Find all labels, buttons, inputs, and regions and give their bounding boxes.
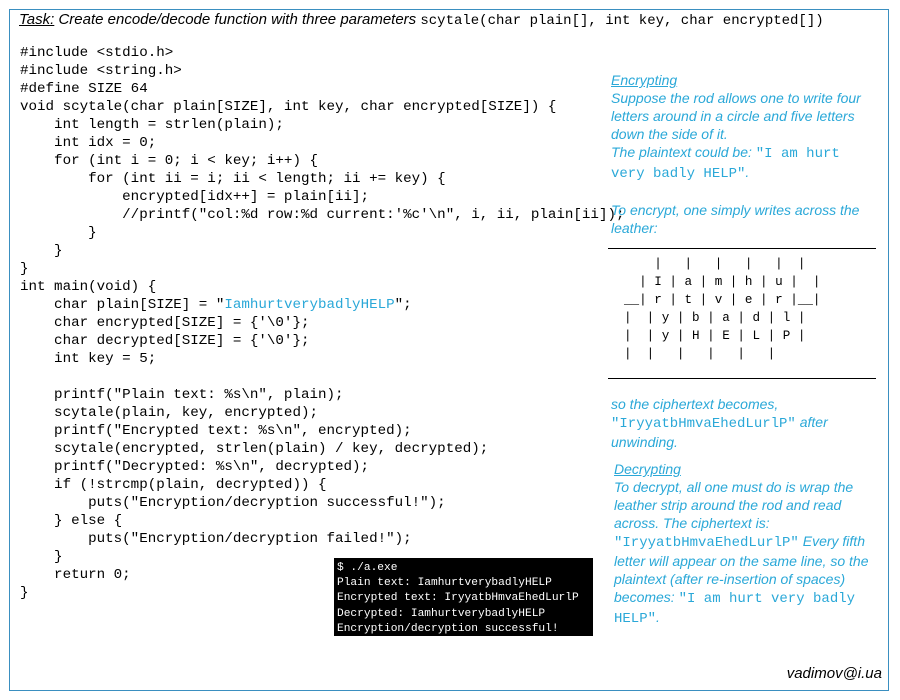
scytale-diagram: | | | | | | | I | a | m | h | u | | __| … — [608, 248, 876, 380]
terminal-line: Decrypted: IamhurtverybadlyHELP — [337, 607, 546, 620]
decrypting-text: To decrypt, all one must do is wrap the … — [614, 479, 854, 531]
cipher-section: so the ciphertext becomes, "IryyatbHmvaE… — [611, 395, 871, 451]
diagram-row: | | y | H | E | L | P | — [624, 329, 806, 343]
decrypting-heading: Decrypting — [614, 461, 681, 477]
encrypting-p2-suffix: . — [745, 164, 750, 180]
code-lines-before: #include <stdio.h> #include <string.h> #… — [20, 45, 625, 295]
cipher-value: "IryyatbHmvaEhedLurlP" — [611, 416, 796, 432]
content-frame — [9, 9, 889, 691]
terminal-line: Encrypted text: IryyatbHmvaEhedLurlP — [337, 592, 579, 605]
terminal-line: Encryption/decryption successful! — [337, 622, 559, 635]
encrypting-paragraph-2: The plaintext could be: "I am hurt very … — [611, 143, 879, 183]
source-code: #include <stdio.h> #include <string.h> #… — [20, 44, 625, 602]
decrypting-end: . — [656, 609, 660, 625]
terminal-line: $ ./a.exe — [337, 562, 398, 574]
diagram-row: | | | | | | — [624, 347, 776, 361]
cipher-paragraph: so the ciphertext becomes, "IryyatbHmvaE… — [611, 395, 871, 451]
cipher-suffix: after unwinding. — [611, 414, 828, 450]
encrypting-section: Encrypting Suppose the rod allows one to… — [611, 71, 879, 237]
diagram-row: | I | a | m | h | u | | — [624, 275, 821, 289]
encrypting-paragraph-3: To encrypt, one simply writes across the… — [611, 202, 860, 236]
task-signature: scytale(char plain[], int key, char encr… — [420, 13, 824, 29]
task-statement: Task: Create encode/decode function with… — [19, 11, 824, 29]
diagram-row: | | | | | | — [624, 257, 806, 271]
decrypting-rest: Every fifth letter will appear on the sa… — [614, 533, 869, 605]
encrypting-heading: Encrypting — [611, 72, 678, 88]
diagram-bottom-rule — [608, 378, 876, 379]
plain-decl-suffix: "; — [394, 297, 412, 313]
cipher-prefix: so the ciphertext becomes, — [611, 396, 779, 412]
decrypting-result: "I am hurt very badly HELP" — [614, 591, 856, 627]
encrypting-plaintext-quote: "I am hurt very badly HELP" — [611, 146, 840, 182]
task-text: Create encode/decode function with three… — [54, 11, 421, 28]
code-lines-after: char encrypted[SIZE] = {'\0'}; char decr… — [20, 315, 489, 601]
decrypting-paragraph: To decrypt, all one must do is wrap the … — [614, 478, 876, 628]
decrypting-cipher-value: "IryyatbHmvaEhedLurlP" — [614, 535, 799, 551]
diagram-row: __| r | t | v | e | r |__| — [624, 293, 821, 307]
decrypting-section: Decrypting To decrypt, all one must do i… — [614, 460, 876, 628]
author-email: vadimov@i.ua — [786, 665, 882, 682]
terminal-line: Plain text: IamhurtverybadlyHELP — [337, 577, 552, 590]
diagram-top-rule — [608, 248, 876, 249]
plain-decl-prefix: char plain[SIZE] = " — [20, 297, 225, 313]
encrypting-paragraph-1: Suppose the rod allows one to write four… — [611, 90, 861, 142]
task-label: Task: — [19, 11, 55, 28]
plain-value: IamhurtverybadlyHELP — [224, 297, 395, 313]
encrypting-p2-prefix: The plaintext could be: — [611, 144, 756, 160]
diagram-row: | | y | b | a | d | l | — [624, 311, 806, 325]
